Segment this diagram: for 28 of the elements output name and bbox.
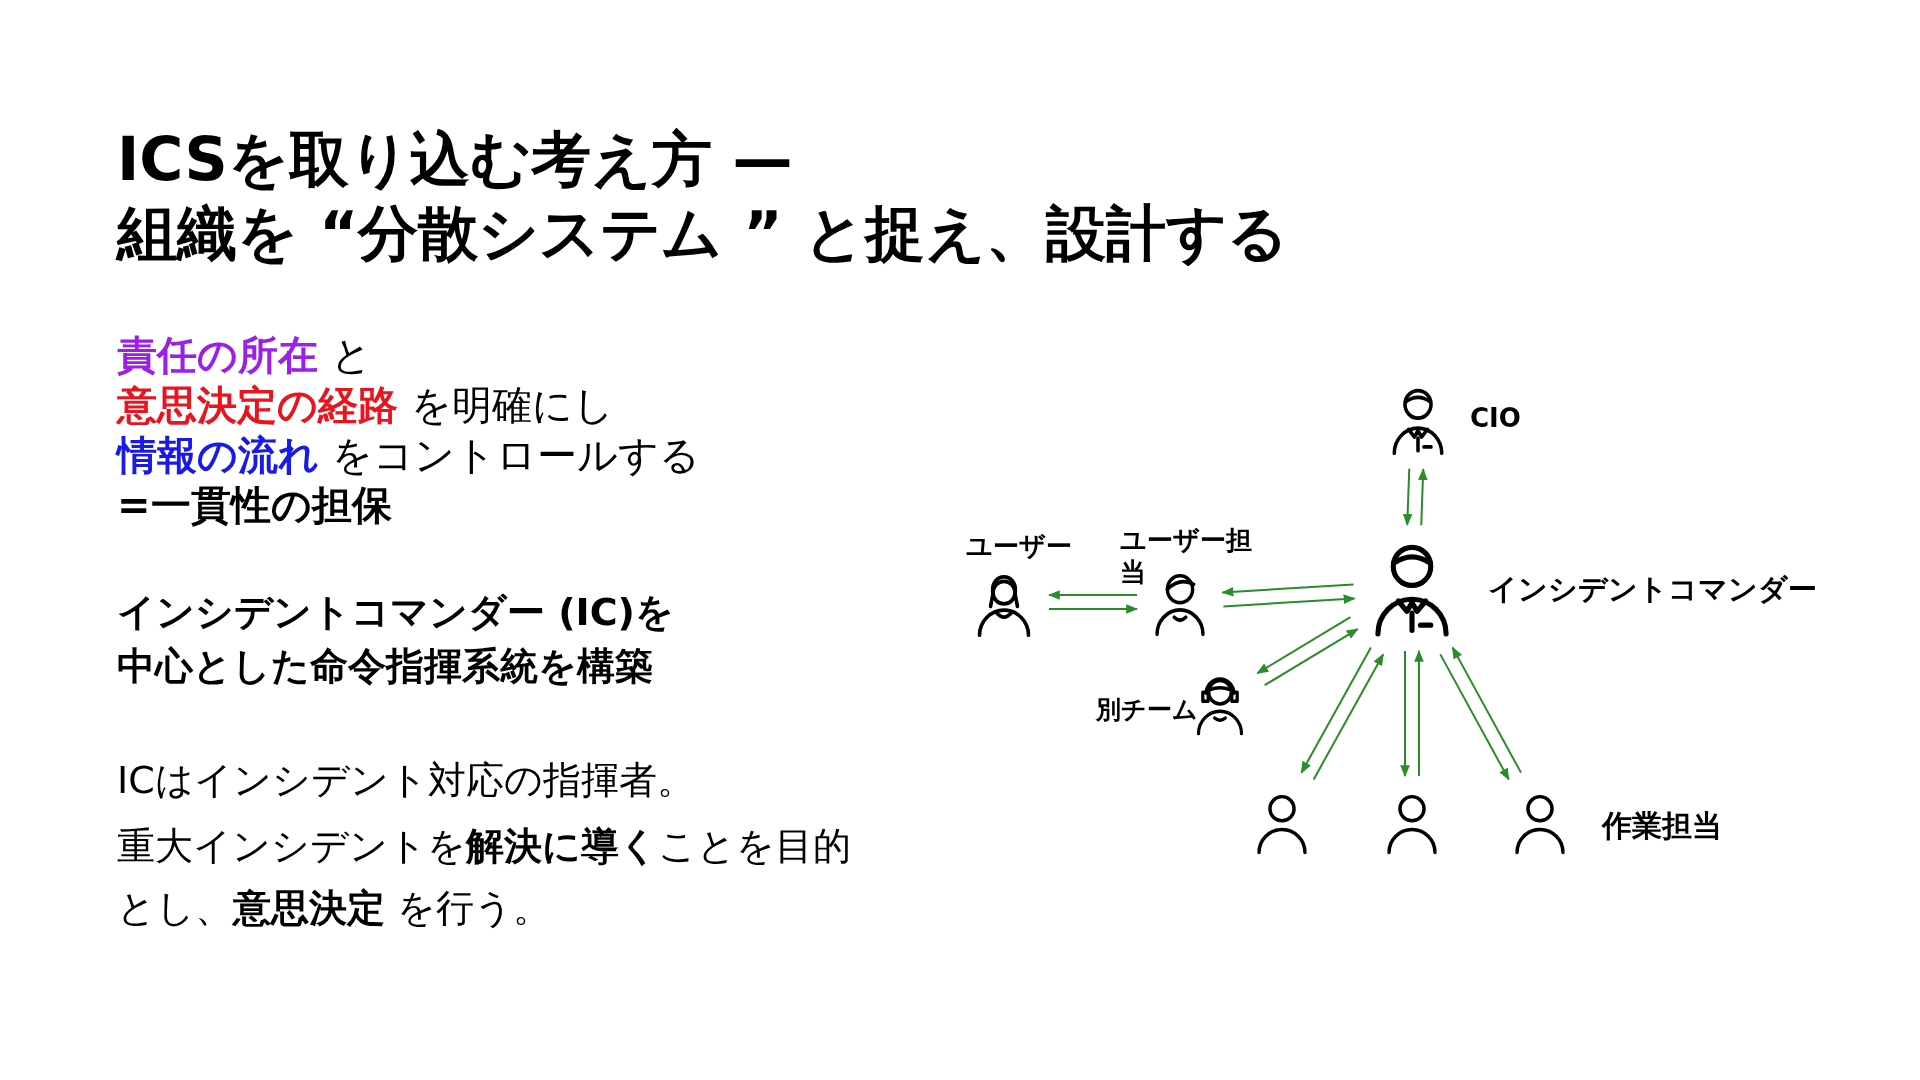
body-text: インシデントコマンダー (IC)を中心とした命令指揮系統を構築 [117, 589, 675, 690]
arrow [1048, 604, 1139, 614]
person-label: ユーザー [966, 530, 1073, 562]
slide-title: ICSを取り込む考え方 — 組織を “分散システム ” と捉え、設計する [117, 123, 1288, 270]
arrow [1263, 628, 1359, 687]
arrow [1451, 646, 1522, 774]
body-text: 責任の所在 と [117, 331, 372, 380]
arrow [1221, 583, 1355, 597]
body-text: 重大インシデントを解決に導くことを目的とし、意思決定 を行う。 [117, 823, 852, 932]
arrow [1400, 650, 1410, 778]
arrow [1414, 649, 1424, 777]
body-text: 情報の流れ をコントロールする [117, 431, 700, 480]
body-text: 意思決定の経路 を明確にし [117, 381, 614, 430]
arrow [1418, 468, 1428, 527]
arrow [1047, 590, 1138, 600]
person-label: 別チーム [1096, 694, 1199, 725]
arrow [1300, 646, 1372, 774]
arrow [1402, 467, 1413, 526]
arrow [1312, 653, 1385, 781]
arrow [1439, 653, 1510, 781]
arrow [1256, 616, 1352, 675]
body-text: =一貫性の担保 [117, 481, 392, 530]
person-label: インシデントコマンダー [1488, 572, 1818, 607]
person-label: CIO [1470, 402, 1522, 434]
person-label: ユーザー担当 [1120, 524, 1253, 588]
body-text: ICはインシデント対応の指揮者。 [117, 757, 695, 804]
person-label: 作業担当 [1602, 808, 1723, 844]
arrow [1222, 594, 1356, 608]
